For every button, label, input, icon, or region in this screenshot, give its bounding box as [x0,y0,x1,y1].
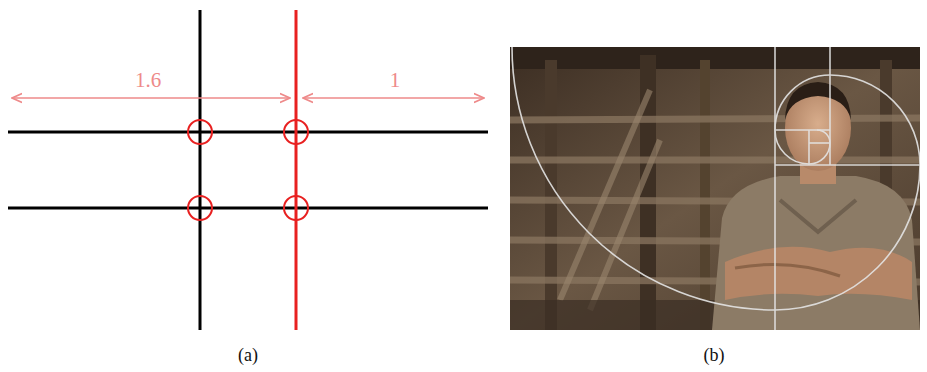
dimension-arrows [12,97,484,98]
panel-caption: (b) [704,346,725,364]
panel-caption: (a) [238,346,258,364]
golden-grid [8,10,488,330]
golden-spiral [512,47,920,330]
dimension-label: 1 [390,70,401,91]
portrait-photo [510,47,920,330]
dimension-label: 1.6 [135,70,161,91]
